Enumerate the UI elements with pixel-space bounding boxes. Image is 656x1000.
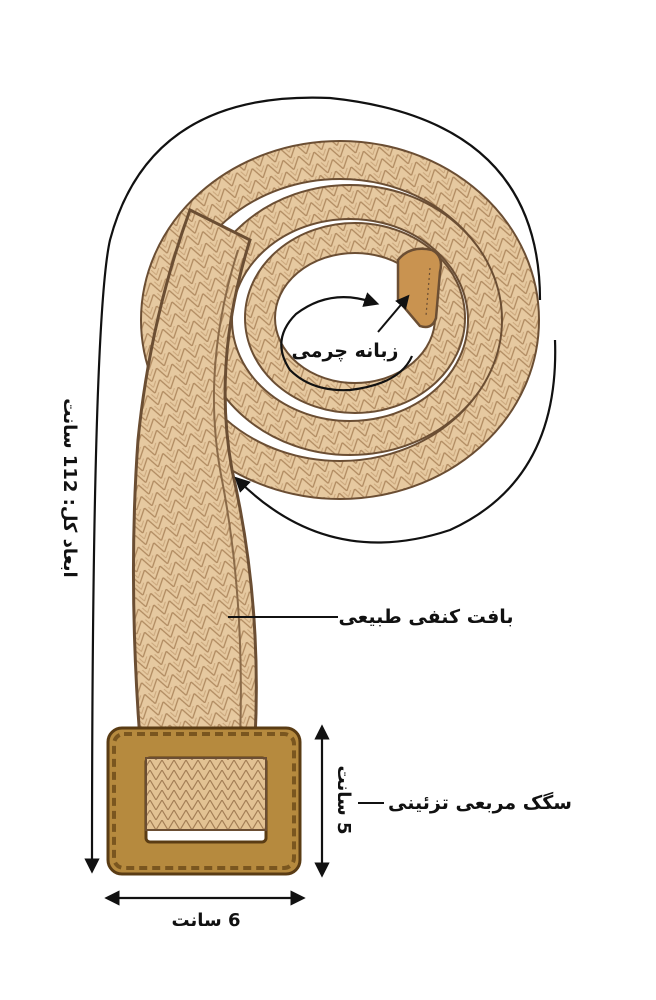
weave-callout: بافت کنفی طبیعی [228,606,514,628]
coil-ring-inner-fill [246,224,464,412]
buckle [106,726,302,876]
buckle-strap-through [145,757,267,831]
buckle-frame-texture [112,732,296,870]
leather-tip-shape [396,247,443,329]
leather-tip-stitch [425,267,431,317]
leather-tip-label: زبانه چرمی [292,340,399,362]
weave-label: بافت کنفی طبیعی [338,606,513,628]
leather-tip [396,247,443,329]
buckle-height-dimension: 5 سانت [314,724,354,878]
tip-pointer-line [377,294,410,333]
buckle-label: سگک مربعی تزئینی [388,791,572,814]
buckle-height-label: 5 سانت [333,765,354,834]
total-length-dimension: ابعاد کل: 112 سانت [59,96,542,874]
buckle-width-label: 6 سانت [171,910,240,931]
total-length-label: ابعاد کل: 112 سانت [59,398,80,577]
leather-tip-callout: زبانه چرمی [280,292,414,392]
belt-coil [140,140,540,500]
tip-circle-arrow [280,292,414,392]
coil-direction-arrow [234,339,557,544]
total-length-arrow [84,96,542,874]
buckle-callout: سگک مربعی تزئینی [358,791,572,814]
buckle-width-dimension: 6 سانت [104,890,306,931]
strap-edge-line [212,249,242,741]
